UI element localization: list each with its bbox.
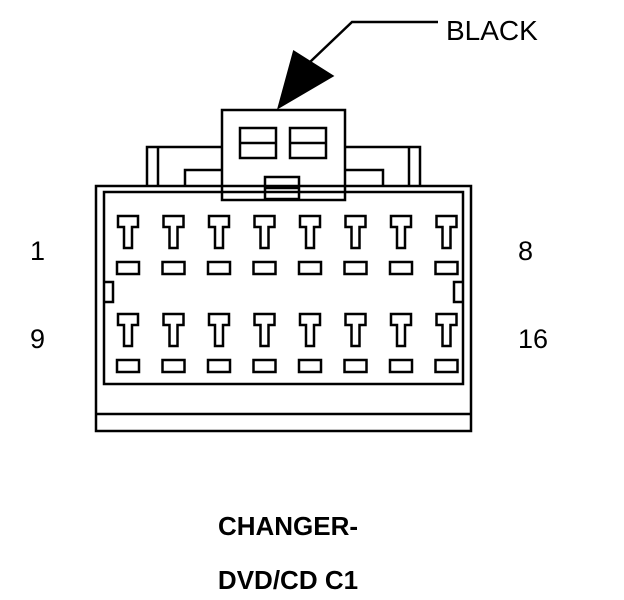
pin-latch	[252, 260, 277, 276]
pin-cavity-6	[343, 214, 368, 276]
pin-terminal	[344, 312, 367, 348]
connector-color-label: BLACK	[446, 15, 538, 46]
pin-latch	[206, 260, 232, 276]
pin-terminal	[162, 214, 185, 250]
pin-terminal	[389, 312, 413, 348]
pin-latch	[161, 358, 186, 374]
pin-terminal	[116, 312, 140, 348]
latch-step-left	[183, 168, 222, 186]
connector-title-line2: DVD/CD C1	[217, 565, 359, 595]
connector-body-outer	[94, 184, 473, 433]
pin-label-1: 1	[30, 236, 46, 266]
pin-cavity-5	[297, 214, 323, 276]
pin-cavity-14	[343, 312, 368, 374]
pin-latch	[297, 260, 323, 276]
pin-cavity-15	[388, 312, 414, 374]
pin-latch	[115, 260, 141, 276]
pin-latch	[434, 358, 459, 374]
pin-cavity-13	[297, 312, 323, 374]
pin-cavities	[115, 214, 459, 374]
pin-cavity-9	[115, 312, 141, 374]
pin-terminal	[435, 214, 458, 250]
pin-terminal	[253, 214, 276, 250]
leader-line	[309, 20, 438, 63]
pin-cavity-8	[434, 214, 459, 276]
pin-terminal	[207, 312, 231, 348]
pin-label-16: 16	[518, 324, 549, 354]
connector-body-inner	[102, 190, 465, 386]
pin-latch	[206, 358, 232, 374]
pin-latch	[343, 358, 368, 374]
pin-latch	[388, 260, 414, 276]
side-notch-left	[104, 280, 115, 304]
pin-terminal	[344, 214, 367, 250]
pin-label-8: 8	[518, 236, 534, 266]
pin-cavity-2	[161, 214, 186, 276]
pin-latch	[297, 358, 323, 374]
pin-cavity-7	[388, 214, 414, 276]
pin-terminal	[253, 312, 276, 348]
latch-step-right	[345, 168, 385, 186]
pin-latch	[343, 260, 368, 276]
pin-terminal	[389, 214, 413, 250]
leader-arrowhead	[276, 50, 335, 110]
side-notch-right	[452, 280, 463, 304]
pin-cavity-3	[206, 214, 232, 276]
shoulder-right	[345, 145, 422, 186]
pin-terminal	[207, 214, 231, 250]
pin-terminal	[435, 312, 458, 348]
pin-cavity-10	[161, 312, 186, 374]
connector-title-line1: CHANGER-	[217, 511, 359, 541]
pin-terminal	[298, 312, 322, 348]
pin-terminal	[116, 214, 140, 250]
pin-cavity-12	[252, 312, 277, 374]
pin-terminal	[162, 312, 185, 348]
pin-label-9: 9	[30, 324, 46, 354]
pin-latch	[115, 358, 141, 374]
shoulder-left	[145, 145, 222, 186]
pin-latch	[252, 358, 277, 374]
pin-latch	[434, 260, 459, 276]
pin-cavity-1	[115, 214, 141, 276]
pin-latch	[161, 260, 186, 276]
pin-terminal	[298, 214, 322, 250]
pin-cavity-4	[252, 214, 277, 276]
pin-latch	[388, 358, 414, 374]
pin-cavity-16	[434, 312, 459, 374]
pin-cavity-11	[206, 312, 232, 374]
